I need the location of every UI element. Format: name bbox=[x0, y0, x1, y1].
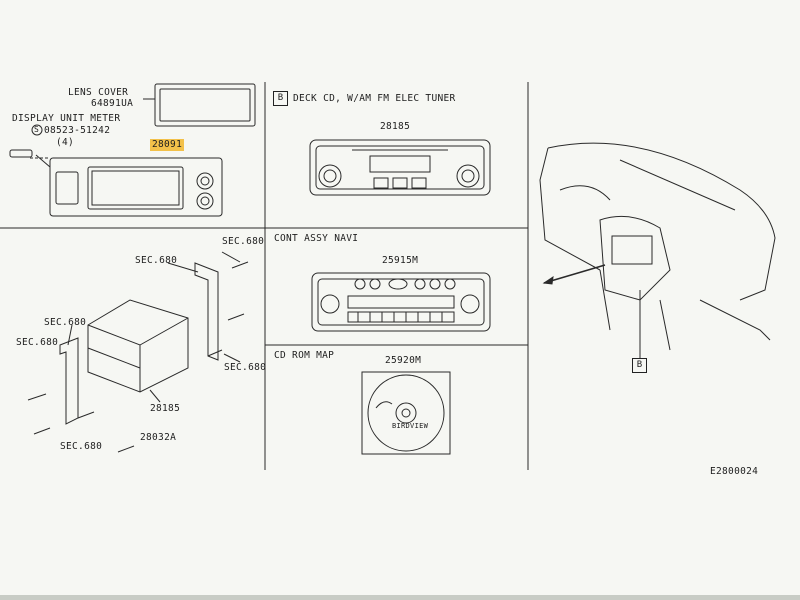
screw2-part-number: 28032A bbox=[140, 432, 177, 443]
screw-icon bbox=[9, 149, 33, 158]
screw-part-number: 08523-51242 bbox=[44, 125, 111, 136]
deck-cd-outline bbox=[309, 139, 491, 196]
display-unit-screen-inner bbox=[91, 170, 180, 206]
screw-symbol-circle bbox=[31, 124, 43, 136]
bracket-left bbox=[59, 337, 79, 425]
sec-label-3: SEC.680 bbox=[44, 317, 87, 328]
cdrom-part-number: 25920M bbox=[385, 355, 422, 366]
deck-cd-knob-left bbox=[318, 164, 342, 188]
unit-part-number: 28185 bbox=[150, 403, 181, 414]
dashboard-section-marker: B bbox=[632, 358, 647, 373]
unit-box-outline bbox=[87, 299, 189, 393]
bracket-right bbox=[194, 262, 219, 361]
display-unit-knob-top bbox=[196, 172, 214, 190]
dashboard-outline bbox=[547, 142, 776, 301]
display-unit-left-panel bbox=[55, 171, 79, 205]
deck-part-number: 28185 bbox=[380, 121, 411, 132]
display-unit-part-number: 28091 bbox=[150, 139, 185, 151]
deck-cd-display bbox=[369, 155, 431, 173]
navi-display bbox=[347, 295, 455, 309]
deck-section-marker: B bbox=[273, 91, 288, 106]
sec-label-6: SEC.680 bbox=[60, 441, 103, 452]
sec-label-1: SEC.680 bbox=[222, 236, 265, 247]
navi-knob-right bbox=[460, 294, 480, 314]
screw-bracket-1 bbox=[231, 261, 249, 269]
dashboard-center-stack bbox=[599, 215, 671, 301]
deck-title: DECK CD, W/AM FM ELEC TUNER bbox=[293, 93, 456, 104]
screw-bracket-3 bbox=[27, 393, 47, 401]
navi-title: CONT ASSY NAVI bbox=[274, 233, 359, 244]
screw-bracket-2 bbox=[227, 313, 245, 321]
screw-leader bbox=[35, 154, 51, 168]
display-unit-screen bbox=[87, 166, 184, 210]
display-unit-meter-label: DISPLAY UNIT METER bbox=[12, 113, 121, 124]
sec-label-2: SEC.680 bbox=[135, 255, 178, 266]
screw-symbol-label: S bbox=[34, 125, 40, 134]
sec-label-5: SEC.680 bbox=[224, 362, 267, 373]
lens-cover-inner bbox=[159, 88, 251, 122]
lens-cover-part-number: 64891UA bbox=[91, 98, 134, 109]
navi-part-number: 25915M bbox=[382, 255, 419, 266]
dashboard-arrow bbox=[543, 264, 606, 284]
lens-cover-outline bbox=[154, 83, 256, 127]
screw-bracket-4 bbox=[33, 427, 51, 435]
cdrom-disc bbox=[367, 374, 445, 452]
lens-cover-label: LENS COVER bbox=[68, 87, 129, 98]
navi-knob-left bbox=[320, 294, 340, 314]
deck-cd-knob-right bbox=[456, 164, 480, 188]
screw-quantity: (4) bbox=[56, 137, 75, 148]
screw-bracket-5 bbox=[117, 445, 135, 453]
sec-label-4: SEC.680 bbox=[16, 337, 59, 348]
display-unit-outline bbox=[49, 157, 223, 217]
navi-outline bbox=[311, 272, 491, 332]
cdrom-disc-brand: BIRDVIEW bbox=[392, 422, 429, 430]
cdrom-case bbox=[361, 371, 451, 455]
diagram-code: E2800024 bbox=[710, 466, 759, 477]
display-unit-knob-bottom bbox=[196, 192, 214, 210]
cdrom-title: CD ROM MAP bbox=[274, 350, 335, 361]
